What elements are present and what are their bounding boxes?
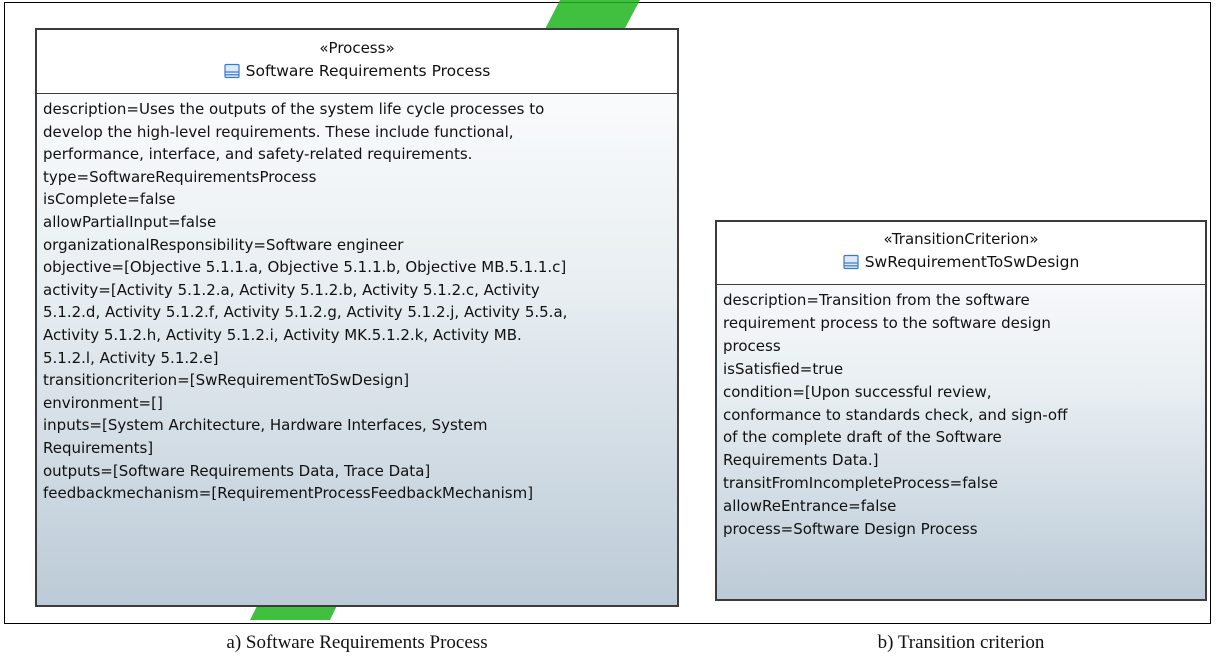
transition-name-row: SwRequirementToSwDesign [717, 250, 1205, 274]
attribute-line: develop the high-level requirements. The… [43, 122, 514, 141]
transition-stereotype: «TransitionCriterion» [883, 230, 1039, 248]
process-name: Software Requirements Process [245, 62, 491, 80]
process-class-box[interactable]: «Process» Software Requirements Process … [35, 28, 679, 607]
attribute-line: allowReEntrance=false [723, 497, 897, 516]
attribute-line: conformance to standards check, and sign… [723, 405, 1068, 424]
attribute-line: transitFromIncompleteProcess=false [723, 474, 998, 493]
attribute-line: allowPartialInput=false [43, 212, 217, 231]
attribute-line: isComplete=false [43, 190, 176, 209]
process-stereotype: «Process» [319, 39, 395, 57]
process-class-header: «Process» Software Requirements Process [37, 30, 677, 94]
caption-a: a) Software Requirements Process [226, 632, 488, 653]
attribute-line: Activity 5.1.2.h, Activity 5.1.2.i, Acti… [43, 325, 522, 344]
attribute-line: 5.1.2.l, Activity 5.1.2.e] [43, 348, 219, 367]
attribute-line: performance, interface, and safety-relat… [43, 145, 473, 164]
attribute-line: type=SoftwareRequirementsProcess [43, 167, 317, 186]
transition-criterion-class-box[interactable]: «TransitionCriterion» SwRequirementToSwD… [715, 220, 1207, 601]
attribute-line: requirement process to the software desi… [723, 313, 1051, 332]
attribute-line: inputs=[System Architecture, Hardware In… [43, 416, 488, 435]
process-name-row: Software Requirements Process [37, 59, 677, 83]
attribute-line: environment=[] [43, 393, 163, 412]
attribute-line: transitioncriterion=[SwRequirementToSwDe… [43, 371, 410, 390]
process-attributes: description=Uses the outputs of the syst… [37, 94, 677, 509]
attribute-line: process=Software Design Process [723, 520, 978, 539]
attribute-line: condition=[Upon successful review, [723, 382, 992, 401]
class-icon [224, 63, 240, 79]
attribute-line: isSatisfied=true [723, 359, 844, 378]
attribute-line: organizationalResponsibility=Software en… [43, 235, 404, 254]
attribute-line: description=Uses the outputs of the syst… [43, 100, 545, 118]
attribute-line: Requirements Data.] [723, 451, 879, 470]
class-icon [843, 254, 859, 270]
attribute-line: description=Transition from the software [723, 291, 1030, 309]
attribute-line: of the complete draft of the Software [723, 428, 1002, 447]
transition-name: SwRequirementToSwDesign [864, 253, 1080, 271]
attribute-line: feedbackmechanism=[RequirementProcessFee… [43, 484, 534, 503]
attribute-line: 5.1.2.d, Activity 5.1.2.f, Activity 5.1.… [43, 303, 568, 322]
transition-class-header: «TransitionCriterion» SwRequirementToSwD… [717, 222, 1205, 285]
attribute-line: Requirements] [43, 438, 154, 457]
caption-b: b) Transition criterion [877, 632, 1045, 653]
attribute-line: activity=[Activity 5.1.2.a, Activity 5.1… [43, 280, 540, 299]
attribute-line: process [723, 336, 781, 355]
transition-attributes: description=Transition from the software… [717, 285, 1205, 545]
attribute-line: objective=[Objective 5.1.1.a, Objective … [43, 258, 567, 277]
attribute-line: outputs=[Software Requirements Data, Tra… [43, 461, 431, 480]
